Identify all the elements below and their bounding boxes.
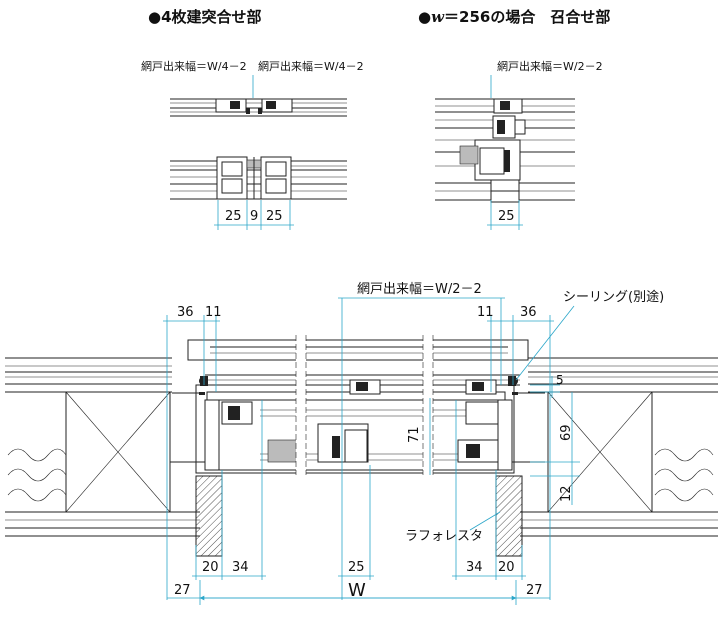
screen-width-label-left: 網戸出来幅＝W/4－2 xyxy=(141,59,247,73)
detail-title-four-panel: ●4枚建突合せ部 xyxy=(148,8,262,26)
dim-36-left: 36 xyxy=(177,305,194,320)
dim-11-right: 11 xyxy=(477,305,494,320)
break-gap-left xyxy=(296,335,306,475)
dim-34-left: 34 xyxy=(232,560,249,575)
window-frame xyxy=(195,376,516,474)
title-rest: ＝256の場合 召合せ部 xyxy=(444,8,610,26)
head-trim xyxy=(187,339,529,386)
dim-34-right: 34 xyxy=(466,560,483,575)
meeting-stile-section xyxy=(435,98,575,203)
main-dimensions: 36 11 網戸出来幅＝W/2－2 11 36 シーリング(別途) xyxy=(163,282,664,605)
detail-four-panel-butt-joint: ●4枚建突合せ部 網戸出来幅＝W/4－2 網戸出来幅＝W/4－2 xyxy=(141,8,364,230)
dim-20-left: 20 xyxy=(202,560,219,575)
screen-width-label-right: 網戸出来幅＝W/4－2 xyxy=(258,59,364,73)
lower-rail-section xyxy=(170,156,347,200)
break-gap-right xyxy=(423,335,433,475)
sealing-left xyxy=(199,377,207,385)
detail-meeting-stile: ●w＝256の場合 召合せ部 網戸出来幅＝W/2－2 xyxy=(418,8,610,230)
dimension-group-top-right: 25 xyxy=(487,200,523,230)
dim-20-right: 20 xyxy=(498,560,515,575)
dim-25-right: 25 xyxy=(266,209,283,224)
main-section: 36 11 網戸出来幅＝W/2－2 11 36 シーリング(別途) xyxy=(5,282,718,605)
sealing-right xyxy=(510,377,518,385)
dim-5: 5 xyxy=(556,373,564,387)
width-label-w: W xyxy=(348,580,366,601)
wall-left xyxy=(5,357,200,537)
dim-69: 69 xyxy=(559,424,574,441)
dim-27-left: 27 xyxy=(174,583,191,598)
dimension-group-top-left: 25 9 25 xyxy=(214,200,294,230)
title-bullet: ● xyxy=(418,8,431,26)
dim-27-right: 27 xyxy=(526,583,543,598)
sealing-label: シーリング(別途) xyxy=(563,289,664,305)
dim-25-left: 25 xyxy=(225,209,242,224)
svg-text:●w＝256の場合 召合せ部: ●w＝256の場合 召合せ部 xyxy=(418,8,610,26)
dim-25-meeting: 25 xyxy=(498,209,515,224)
lath-label: ラフォレスタ xyxy=(405,529,483,544)
title-variable: w xyxy=(431,8,445,26)
dim-36-right: 36 xyxy=(520,305,537,320)
lath-board-left xyxy=(195,475,223,557)
upper-rail-section xyxy=(170,98,347,117)
screen-width-label-meeting: 網戸出来幅＝W/2－2 xyxy=(497,59,603,73)
dim-71: 71 xyxy=(407,426,422,443)
lath-board-right xyxy=(495,475,523,557)
dim-9: 9 xyxy=(250,209,258,224)
wall-right xyxy=(520,357,718,537)
dim-12: 12 xyxy=(559,485,574,502)
dim-25-main: 25 xyxy=(348,560,365,575)
dim-11-left: 11 xyxy=(205,305,222,320)
screen-width-label-main: 網戸出来幅＝W/2－2 xyxy=(357,282,482,297)
